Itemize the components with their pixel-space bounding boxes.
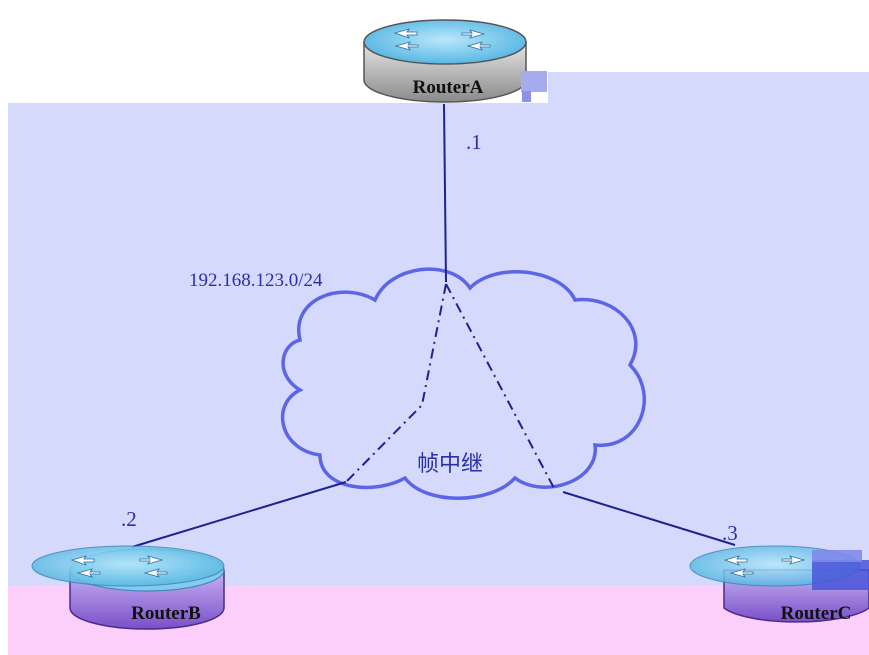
link-routerc-cloud — [562, 491, 736, 546]
router-b-host-id: .2 — [121, 507, 137, 531]
artifact-block-small — [522, 91, 531, 102]
router-a-icon[interactable] — [363, 19, 527, 103]
frame-relay-cloud — [280, 267, 646, 500]
background-region-blue-top — [548, 72, 869, 112]
router-b-label: RouterB — [131, 603, 201, 624]
router-c-host-id: .3 — [722, 521, 738, 545]
subnet-label: 192.168.123.0/24 — [189, 270, 323, 291]
artifact-block-c2 — [812, 550, 862, 562]
router-a-host-id: .1 — [466, 130, 482, 154]
link-routera-cloud — [443, 103, 447, 283]
router-c-label: RouterC — [780, 603, 852, 624]
router-b-icon[interactable] — [31, 545, 225, 630]
frame-relay-label: 帧中继 — [417, 452, 484, 477]
artifact-block — [521, 71, 547, 92]
pvc-a-to-c — [445, 283, 556, 491]
artifact-block-c — [812, 560, 869, 590]
router-a-label: RouterA — [412, 77, 484, 98]
link-routerb-cloud — [131, 481, 347, 548]
